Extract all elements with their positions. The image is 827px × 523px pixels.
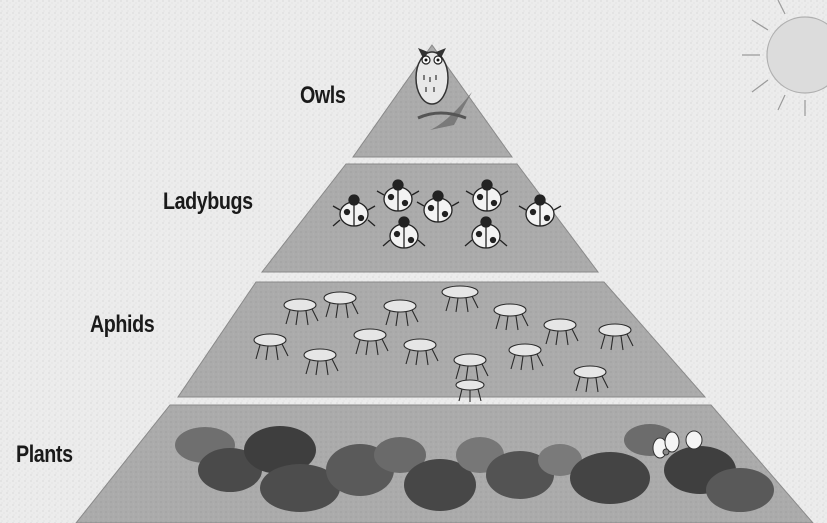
tier-label-aphids: Aphids (90, 311, 154, 339)
tier-label-owls: Owls (300, 82, 345, 110)
tier-label-plants: Plants (16, 441, 73, 469)
tier-label-ladybugs: Ladybugs (163, 188, 253, 216)
